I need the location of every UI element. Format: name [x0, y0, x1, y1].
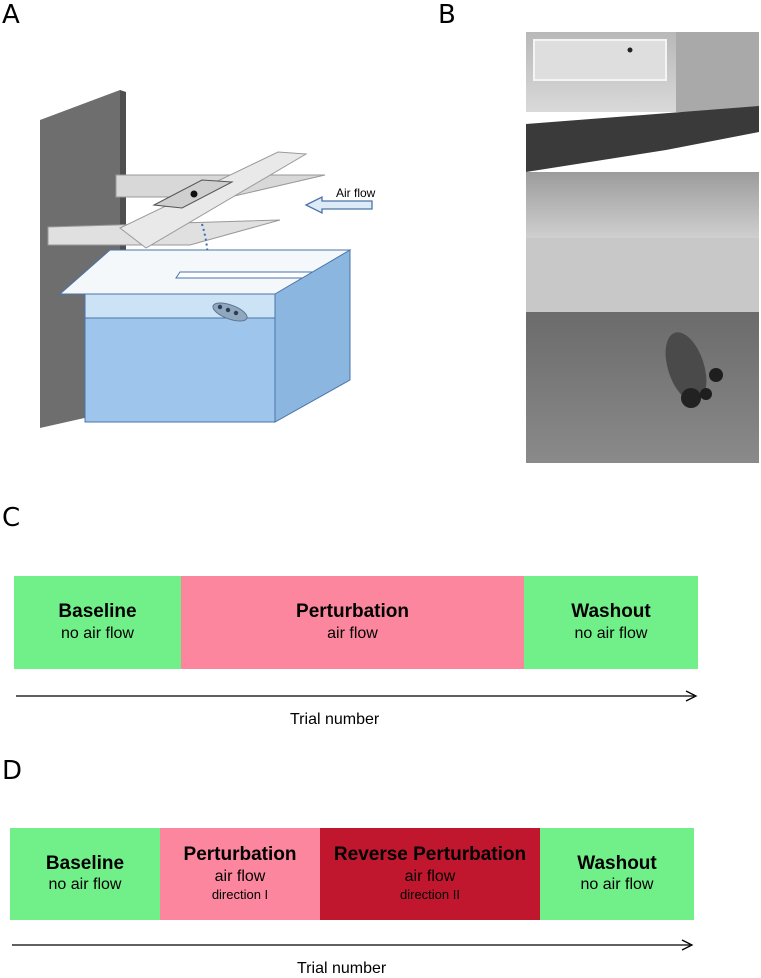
phase-title: Reverse Perturbation — [333, 844, 527, 866]
phase-subtitle: no air flow — [48, 876, 122, 894]
apparatus-diagram — [40, 90, 373, 428]
tank-side — [274, 249, 351, 423]
photo-water — [526, 312, 759, 463]
timeline-c: Baseline no air flow Perturbation air fl… — [14, 576, 698, 669]
phase-title: Washout — [577, 852, 657, 874]
phase-baseline: Baseline no air flow — [10, 828, 160, 920]
lid-slot — [175, 271, 321, 279]
photo-fish — [665, 332, 723, 408]
panel-label-c: C — [2, 503, 21, 533]
experiment-photo — [526, 32, 759, 463]
phase-direction: direction I — [211, 886, 269, 902]
axis-label-d: Trial number — [297, 960, 387, 977]
water-jet — [201, 223, 209, 281]
phase-subtitle: no air flow — [61, 624, 134, 642]
photo-background-mid — [526, 172, 759, 238]
phase-direction: direction II — [400, 886, 460, 902]
photo-wall — [676, 32, 759, 112]
phase-title: Washout — [571, 601, 651, 623]
phase-subtitle: no air flow — [580, 876, 654, 894]
photo-tank-lid — [526, 238, 759, 312]
axis-arrow-c — [16, 690, 698, 702]
panel-label-b: B — [438, 0, 456, 30]
photo-bracket — [526, 106, 759, 172]
photo-platform — [533, 39, 667, 81]
phase-reverse-perturbation: Reverse Perturbation air flow direction … — [320, 828, 540, 920]
target-dot — [190, 190, 198, 198]
phase-title: Perturbation — [296, 601, 409, 623]
timeline-d: Baseline no air flow Perturbation air fl… — [10, 828, 694, 920]
phase-title: Perturbation — [183, 844, 297, 866]
feeding-platform — [119, 151, 308, 249]
phase-title: Baseline — [45, 852, 125, 874]
axis-label-c: Trial number — [290, 711, 380, 728]
phase-washout: Washout no air flow — [540, 828, 694, 920]
phase-subtitle: air flow — [404, 867, 456, 885]
phase-subtitle: air flow — [327, 624, 378, 642]
archerfish-icon — [212, 302, 248, 322]
phase-washout: Washout no air flow — [524, 576, 698, 669]
axis-arrow-d — [12, 939, 694, 951]
phase-baseline: Baseline no air flow — [14, 576, 181, 669]
phase-perturbation: Perturbation air flow — [181, 576, 524, 669]
phase-perturbation: Perturbation air flow direction I — [160, 828, 320, 920]
panel-label-d: D — [2, 756, 23, 786]
phase-subtitle: no air flow — [574, 624, 648, 642]
phase-subtitle: air flow — [214, 867, 266, 885]
airflow-label: Air flow — [336, 186, 376, 200]
photo-target-dot — [627, 47, 633, 53]
airflow-arrow-icon — [304, 195, 373, 215]
panel-label-a: A — [2, 0, 20, 30]
phase-title: Baseline — [58, 601, 137, 623]
